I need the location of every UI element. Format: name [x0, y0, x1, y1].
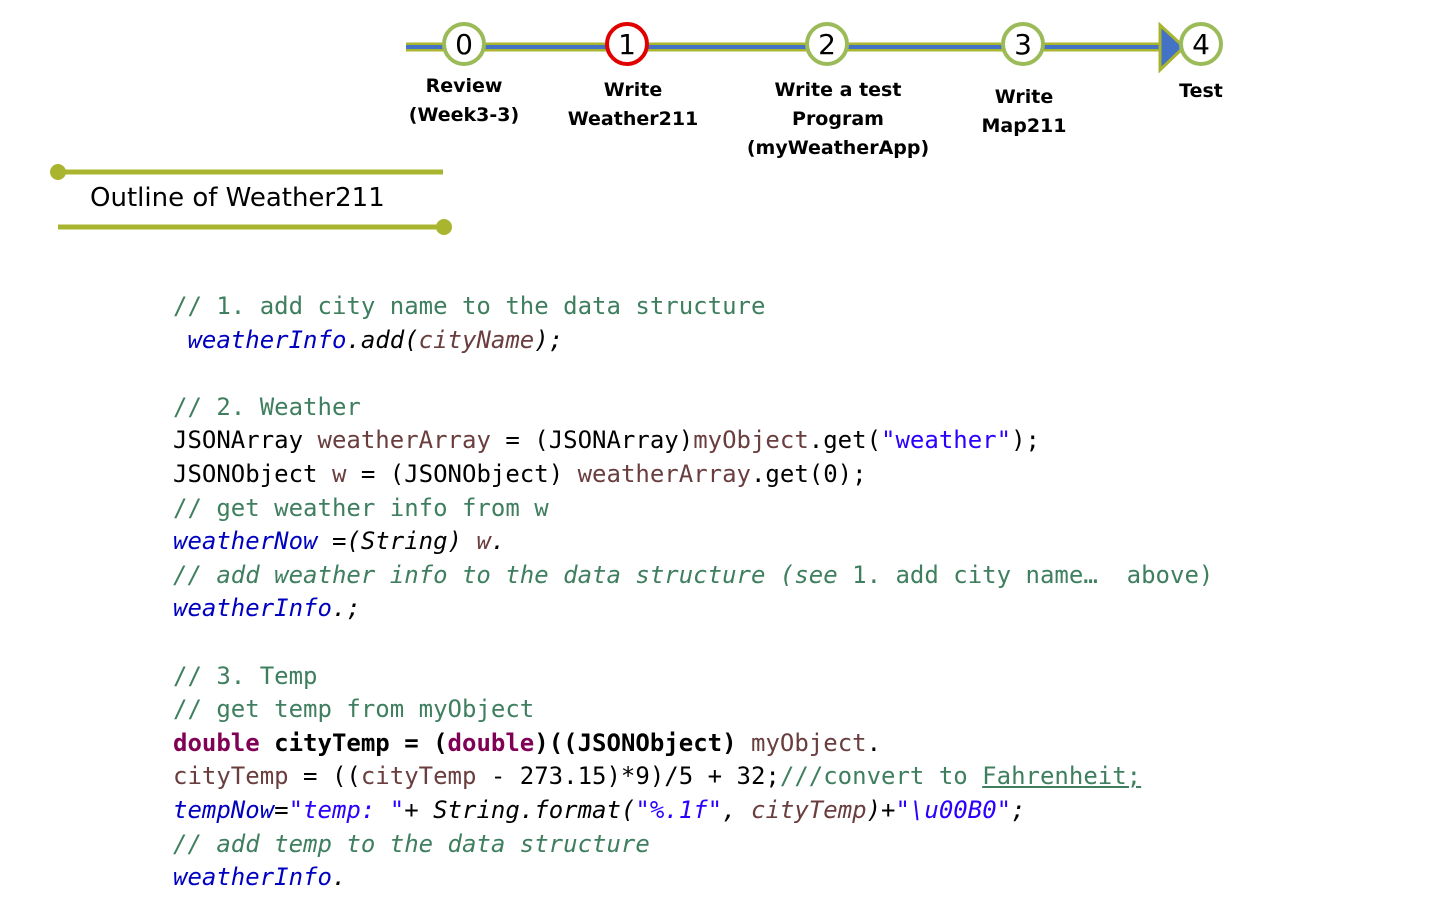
- code-variable: cityTemp: [173, 762, 289, 791]
- step-1-number: 1: [618, 28, 636, 61]
- section-title-box: [0, 155, 470, 245]
- step-2-label: Write a test Program (myWeatherApp): [746, 79, 930, 159]
- code-text: ;: [1011, 795, 1026, 824]
- code-line: cityTemp = ((cityTemp - 273.15)*9)/5 + 3…: [173, 760, 1213, 794]
- code-line: // get temp from myObject: [173, 693, 1213, 727]
- code-text: = (JSONObject): [346, 459, 578, 488]
- code-variable: weatherArray: [577, 459, 751, 488]
- title-bottom-dot: [436, 219, 452, 235]
- code-text: .add(: [346, 325, 419, 354]
- code-variable: cityTemp: [259, 728, 390, 757]
- code-text: =(String): [317, 527, 477, 556]
- code-line: weatherInfo.: [173, 861, 1213, 895]
- step-2-number: 2: [818, 28, 836, 61]
- code-keyword: double: [447, 728, 535, 757]
- code-variable: myObject: [693, 426, 809, 455]
- code-blank-line: [173, 626, 1213, 660]
- code-line: JSONArray weatherArray = (JSONArray)myOb…: [173, 424, 1213, 458]
- page-title: Outline of Weather211: [90, 183, 385, 213]
- code-text: .get(: [808, 426, 882, 455]
- step-1-circle: [605, 22, 649, 66]
- code-field: tempNow: [173, 795, 275, 824]
- code-text: );: [1011, 426, 1040, 455]
- code-text: )+: [866, 795, 896, 824]
- code-string: "weather": [881, 426, 1012, 455]
- step-3-label: Write Map211: [981, 86, 1067, 137]
- code-comment: // get weather info from w: [173, 493, 549, 522]
- code-string: "\u00B0": [895, 795, 1012, 824]
- step-4-number: 4: [1192, 28, 1210, 61]
- code-variable: cityName: [418, 325, 535, 354]
- code-line: double cityTemp = (double)((JSONObject) …: [173, 727, 1213, 761]
- code-comment: // 2. Weather: [173, 392, 361, 421]
- code-variable: w: [476, 527, 491, 556]
- code-block: // 1. add city name to the data structur…: [173, 290, 1213, 895]
- title-decoration: [50, 164, 452, 235]
- code-text: = (JSONArray): [490, 426, 694, 455]
- code-text: = ((: [288, 762, 361, 791]
- code-line: // add temp to the data structure: [173, 828, 1213, 862]
- code-comment: // add temp to the data structure: [173, 829, 650, 858]
- step-0-label: Review (Week3-3): [408, 75, 520, 126]
- step-1-label: Write Weather211: [567, 79, 699, 130]
- code-comment: // 1. add city name to the data structur…: [173, 292, 766, 320]
- code-line: // 1. add city name to the data structur…: [173, 290, 1213, 324]
- code-comment: // get temp from myObject: [173, 695, 535, 724]
- step-3-number: 3: [1014, 28, 1032, 61]
- code-field: weatherInfo: [173, 863, 332, 892]
- code-string: "%.1f": [635, 795, 723, 824]
- code-type: JSONArray: [173, 426, 318, 455]
- step-4-circle: [1179, 22, 1223, 66]
- code-field: weatherNow: [173, 527, 318, 556]
- code-line: weatherInfo.;: [173, 592, 1213, 626]
- code-line: JSONObject w = (JSONObject) weatherArray…: [173, 458, 1213, 492]
- code-text: .;: [331, 594, 361, 623]
- code-comment: // 3. Temp: [173, 661, 318, 690]
- code-variable: cityTemp: [360, 762, 477, 791]
- title-top-dot: [50, 164, 66, 180]
- code-text: .: [490, 527, 506, 556]
- step-0-circle: [442, 22, 486, 66]
- step-2-circle: [805, 22, 849, 66]
- code-variable: cityTemp: [751, 795, 867, 824]
- code-line: // add weather info to the data structur…: [173, 559, 1213, 593]
- code-text: =: [274, 795, 289, 824]
- code-field: weatherInfo: [173, 594, 332, 623]
- code-text: - 273.15)*9)/5 + 32;: [476, 762, 780, 791]
- code-text: ,: [722, 795, 751, 824]
- code-text: .: [866, 728, 882, 757]
- code-text: .: [331, 863, 347, 892]
- step-3-circle: [1001, 22, 1045, 66]
- code-text: + String.format(: [404, 795, 636, 824]
- code-text: )((JSONObject): [534, 728, 751, 757]
- code-line: // 3. Temp: [173, 660, 1213, 694]
- code-text: = (: [389, 728, 448, 757]
- code-comment: 1. add city name… above): [852, 560, 1214, 589]
- code-keyword: double: [173, 728, 260, 757]
- code-comment: ///convert to: [779, 762, 983, 791]
- code-line: // get weather info from w: [173, 492, 1213, 526]
- step-0-number: 0: [455, 28, 473, 61]
- code-variable: weatherArray: [317, 426, 491, 455]
- code-blank-line: [173, 357, 1213, 391]
- code-variable: w: [331, 459, 347, 488]
- code-text: );: [534, 325, 564, 354]
- code-line: weatherNow =(String) w.: [173, 525, 1213, 559]
- code-comment: // add weather info to the data structur…: [173, 560, 853, 589]
- code-field: weatherInfo: [187, 325, 347, 354]
- stepper-track: 0 1 2 3 4: [406, 21, 1223, 74]
- code-line: tempNow="temp: "+ String.format("%.1f", …: [173, 794, 1213, 828]
- code-variable: myObject: [751, 728, 867, 757]
- code-type: JSONObject: [173, 459, 332, 488]
- stepper-arrowhead: [1158, 21, 1187, 74]
- code-comment-underlined: Fahrenheit;: [982, 762, 1142, 791]
- step-4-label: Test: [1179, 80, 1223, 102]
- code-line: // 2. Weather: [173, 391, 1213, 425]
- code-text: .get(0);: [750, 459, 867, 488]
- code-line: weatherInfo.add(cityName);: [173, 324, 1213, 358]
- code-string: "temp: ": [288, 795, 405, 824]
